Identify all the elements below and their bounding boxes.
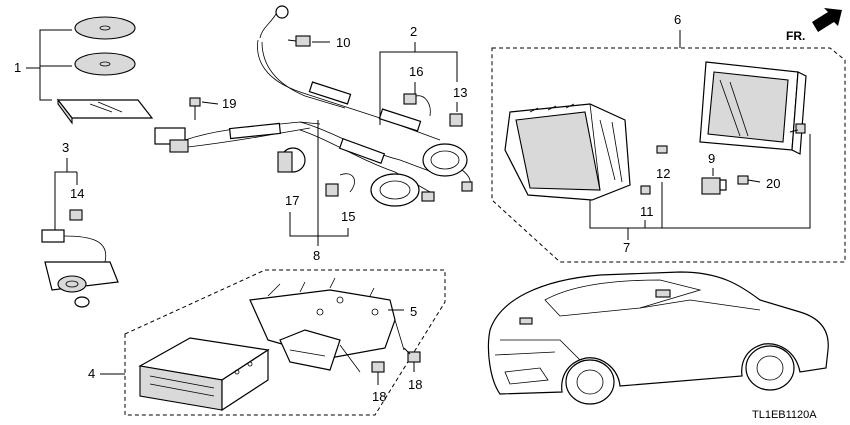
callout-7: 7 [623, 240, 630, 255]
fr-arrow: FR. [786, 8, 842, 43]
callout-9: 9 [708, 151, 715, 166]
screw-near-panel [789, 123, 806, 134]
callout-12: 12 [656, 166, 670, 181]
connector-12 [656, 145, 668, 154]
callout-10: 10 [336, 35, 350, 50]
fr-label: FR. [786, 29, 805, 43]
callout-13: 13 [453, 85, 467, 100]
navigation-unit [138, 337, 270, 412]
vehicle-illustration [487, 271, 829, 405]
rear-camera-assembly [41, 209, 119, 308]
callout-20: 20 [766, 176, 780, 191]
clip-13 [449, 113, 463, 127]
bolt-19 [189, 97, 201, 120]
callout-17: 17 [285, 193, 299, 208]
clip-17 [277, 147, 306, 173]
callout-18-left: 18 [372, 389, 386, 404]
callout-11: 11 [640, 204, 654, 219]
diagram-code: TL1EB1120A [752, 409, 817, 421]
clip-16 [403, 93, 431, 117]
callout-3: 3 [62, 140, 69, 155]
switch-9 [701, 177, 727, 195]
callout-6: 6 [674, 12, 681, 27]
callout-15: 15 [341, 209, 355, 224]
callout-8: 8 [313, 248, 320, 263]
navigation-disc-set [56, 16, 154, 125]
clip-15 [325, 173, 355, 197]
mounting-bracket [249, 277, 405, 373]
callout-4: 4 [88, 366, 95, 381]
bolt-18-left [371, 361, 385, 385]
callout-1: 1 [14, 60, 21, 75]
callout-16: 16 [409, 64, 423, 79]
display-group-box [491, 47, 846, 263]
display-housing [504, 103, 631, 201]
display-panel [699, 61, 807, 155]
callout-5: 5 [410, 304, 417, 319]
callout-18-right: 18 [408, 377, 422, 392]
connector-11 [640, 185, 651, 195]
nav-unit-group-box [124, 269, 446, 416]
screw-20 [737, 175, 761, 185]
callout-19: 19 [222, 96, 236, 111]
callout-2: 2 [410, 24, 417, 39]
antenna-cable-harness [154, 39, 473, 207]
bolt-18-right [403, 347, 421, 372]
callout-14: 14 [70, 186, 84, 201]
bolt-10 [259, 5, 311, 47]
